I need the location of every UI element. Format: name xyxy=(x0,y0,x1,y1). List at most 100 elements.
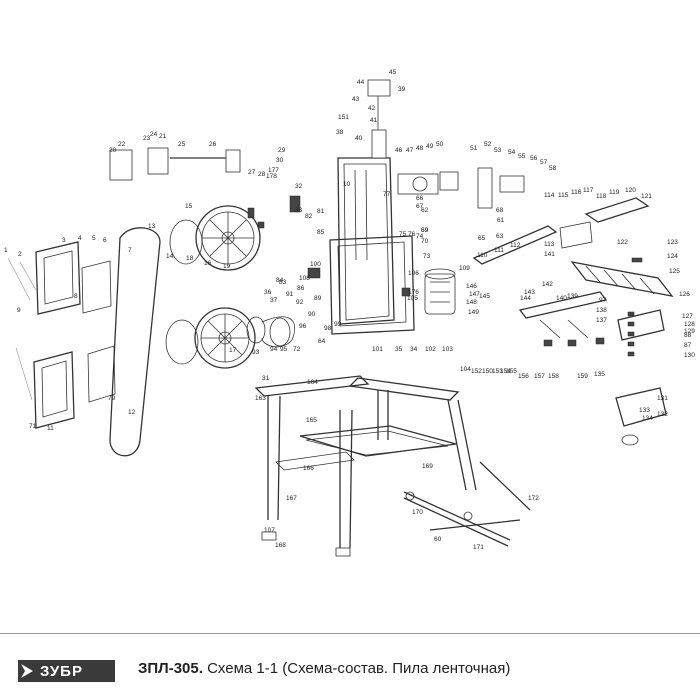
callout: 176 xyxy=(408,289,419,296)
drive-pulley xyxy=(246,316,296,348)
callout: 5 xyxy=(92,235,96,242)
upper-blade-guide xyxy=(397,167,525,209)
callout: 73 xyxy=(423,253,431,260)
callout: 35 xyxy=(395,346,403,353)
callout: 100 xyxy=(310,261,321,268)
callout: 19 xyxy=(223,263,231,270)
callout: 83 xyxy=(279,279,287,286)
callout: 106 xyxy=(408,270,419,277)
callout: 17 xyxy=(229,347,237,354)
callout: 96 xyxy=(299,323,307,330)
callout: 13 xyxy=(148,223,156,230)
callout: 46 xyxy=(395,147,403,154)
callout: 140 xyxy=(556,295,567,302)
callout: 3 xyxy=(62,237,66,244)
callout: 91 xyxy=(286,291,294,298)
callout: 10 xyxy=(343,181,351,188)
callout: 39 xyxy=(398,86,406,93)
callout: 119 xyxy=(609,189,620,196)
callout: 57 xyxy=(540,159,548,166)
callout: 15 xyxy=(185,203,193,210)
callout: 50 xyxy=(436,141,444,148)
callout: 113 xyxy=(544,241,555,248)
callout: 84 xyxy=(276,277,284,284)
callout: 30 xyxy=(276,157,284,164)
upper-door-panel xyxy=(7,241,112,315)
callout: 114 xyxy=(544,192,555,199)
callout: 132 xyxy=(657,411,668,418)
callout: 127 xyxy=(682,313,693,320)
callout: 164 xyxy=(307,379,318,386)
callout: 145 xyxy=(479,293,490,300)
callout: 38 xyxy=(336,129,344,136)
callout: 56 xyxy=(530,155,538,162)
callout: 121 xyxy=(641,193,652,200)
callout: 12 xyxy=(128,409,136,416)
callout: 170 xyxy=(412,509,423,516)
callout: 9 xyxy=(17,307,21,314)
callout: 163 xyxy=(255,395,266,402)
callout: 126 xyxy=(679,291,690,298)
lower-wheel xyxy=(194,307,256,369)
callout: 63 xyxy=(496,233,504,240)
callout: 29 xyxy=(278,147,286,154)
upper-wheel-tire xyxy=(169,219,203,265)
callout: 95 xyxy=(280,346,288,353)
callout: 76 xyxy=(408,231,416,238)
callout: 6 xyxy=(103,237,107,244)
callout: 60 xyxy=(434,536,442,543)
callout: 122 xyxy=(617,239,628,246)
callout: 92 xyxy=(296,299,304,306)
callout: 153 xyxy=(492,368,503,375)
callout: 27 xyxy=(248,169,256,176)
callout: 42 xyxy=(368,105,376,112)
brand-logo: ЗУБР xyxy=(18,660,115,682)
callout: 110 xyxy=(477,252,488,259)
callout: 142 xyxy=(542,281,553,288)
callout: 69 xyxy=(421,227,429,234)
callout: 72 xyxy=(293,346,301,353)
callout: 144 xyxy=(520,295,531,302)
callout: 2 xyxy=(18,251,22,258)
callout: 165 xyxy=(306,417,317,424)
callout: 109 xyxy=(459,265,470,272)
callout: 177 xyxy=(268,167,279,174)
callout: 97 xyxy=(599,297,607,304)
callout: 134 xyxy=(642,415,653,422)
callout: 61 xyxy=(497,217,505,224)
callout: 94 xyxy=(270,346,278,353)
caption-text: Схема 1-1 (Схема-состав. Пила ленточная) xyxy=(207,660,511,677)
callout: 47 xyxy=(406,147,414,154)
callout: 68 xyxy=(496,207,504,214)
main-frame xyxy=(329,79,415,335)
callout: 112 xyxy=(510,242,521,249)
callout: 71 xyxy=(29,423,37,430)
callout: 99 xyxy=(334,321,342,328)
callout: 77 xyxy=(383,191,391,198)
footer-divider xyxy=(0,633,700,634)
callout: 75 xyxy=(399,231,407,238)
callout: 26 xyxy=(209,141,217,148)
callout: 59 xyxy=(421,227,429,234)
callout: 21 xyxy=(159,133,167,140)
callout: 111 xyxy=(494,247,504,254)
callout: 23 xyxy=(143,135,151,142)
callout: 105 xyxy=(407,295,418,302)
callout: 85 xyxy=(317,229,325,236)
callout: 137 xyxy=(596,317,607,324)
callout: 102 xyxy=(425,346,436,353)
stand xyxy=(254,375,477,557)
upper-wheel xyxy=(195,205,261,271)
callout: 33 xyxy=(295,207,303,214)
callout: 120 xyxy=(625,187,636,194)
callout: 139 xyxy=(567,293,578,300)
callout: 18 xyxy=(186,255,194,262)
callout: 90 xyxy=(308,311,316,318)
callout: 124 xyxy=(667,253,678,260)
callout: 166 xyxy=(303,465,314,472)
callout: 117 xyxy=(583,187,594,194)
callout: 141 xyxy=(544,251,555,258)
callout: 62 xyxy=(421,207,429,214)
callout: 172 xyxy=(528,495,539,502)
callout: 101 xyxy=(372,346,383,353)
